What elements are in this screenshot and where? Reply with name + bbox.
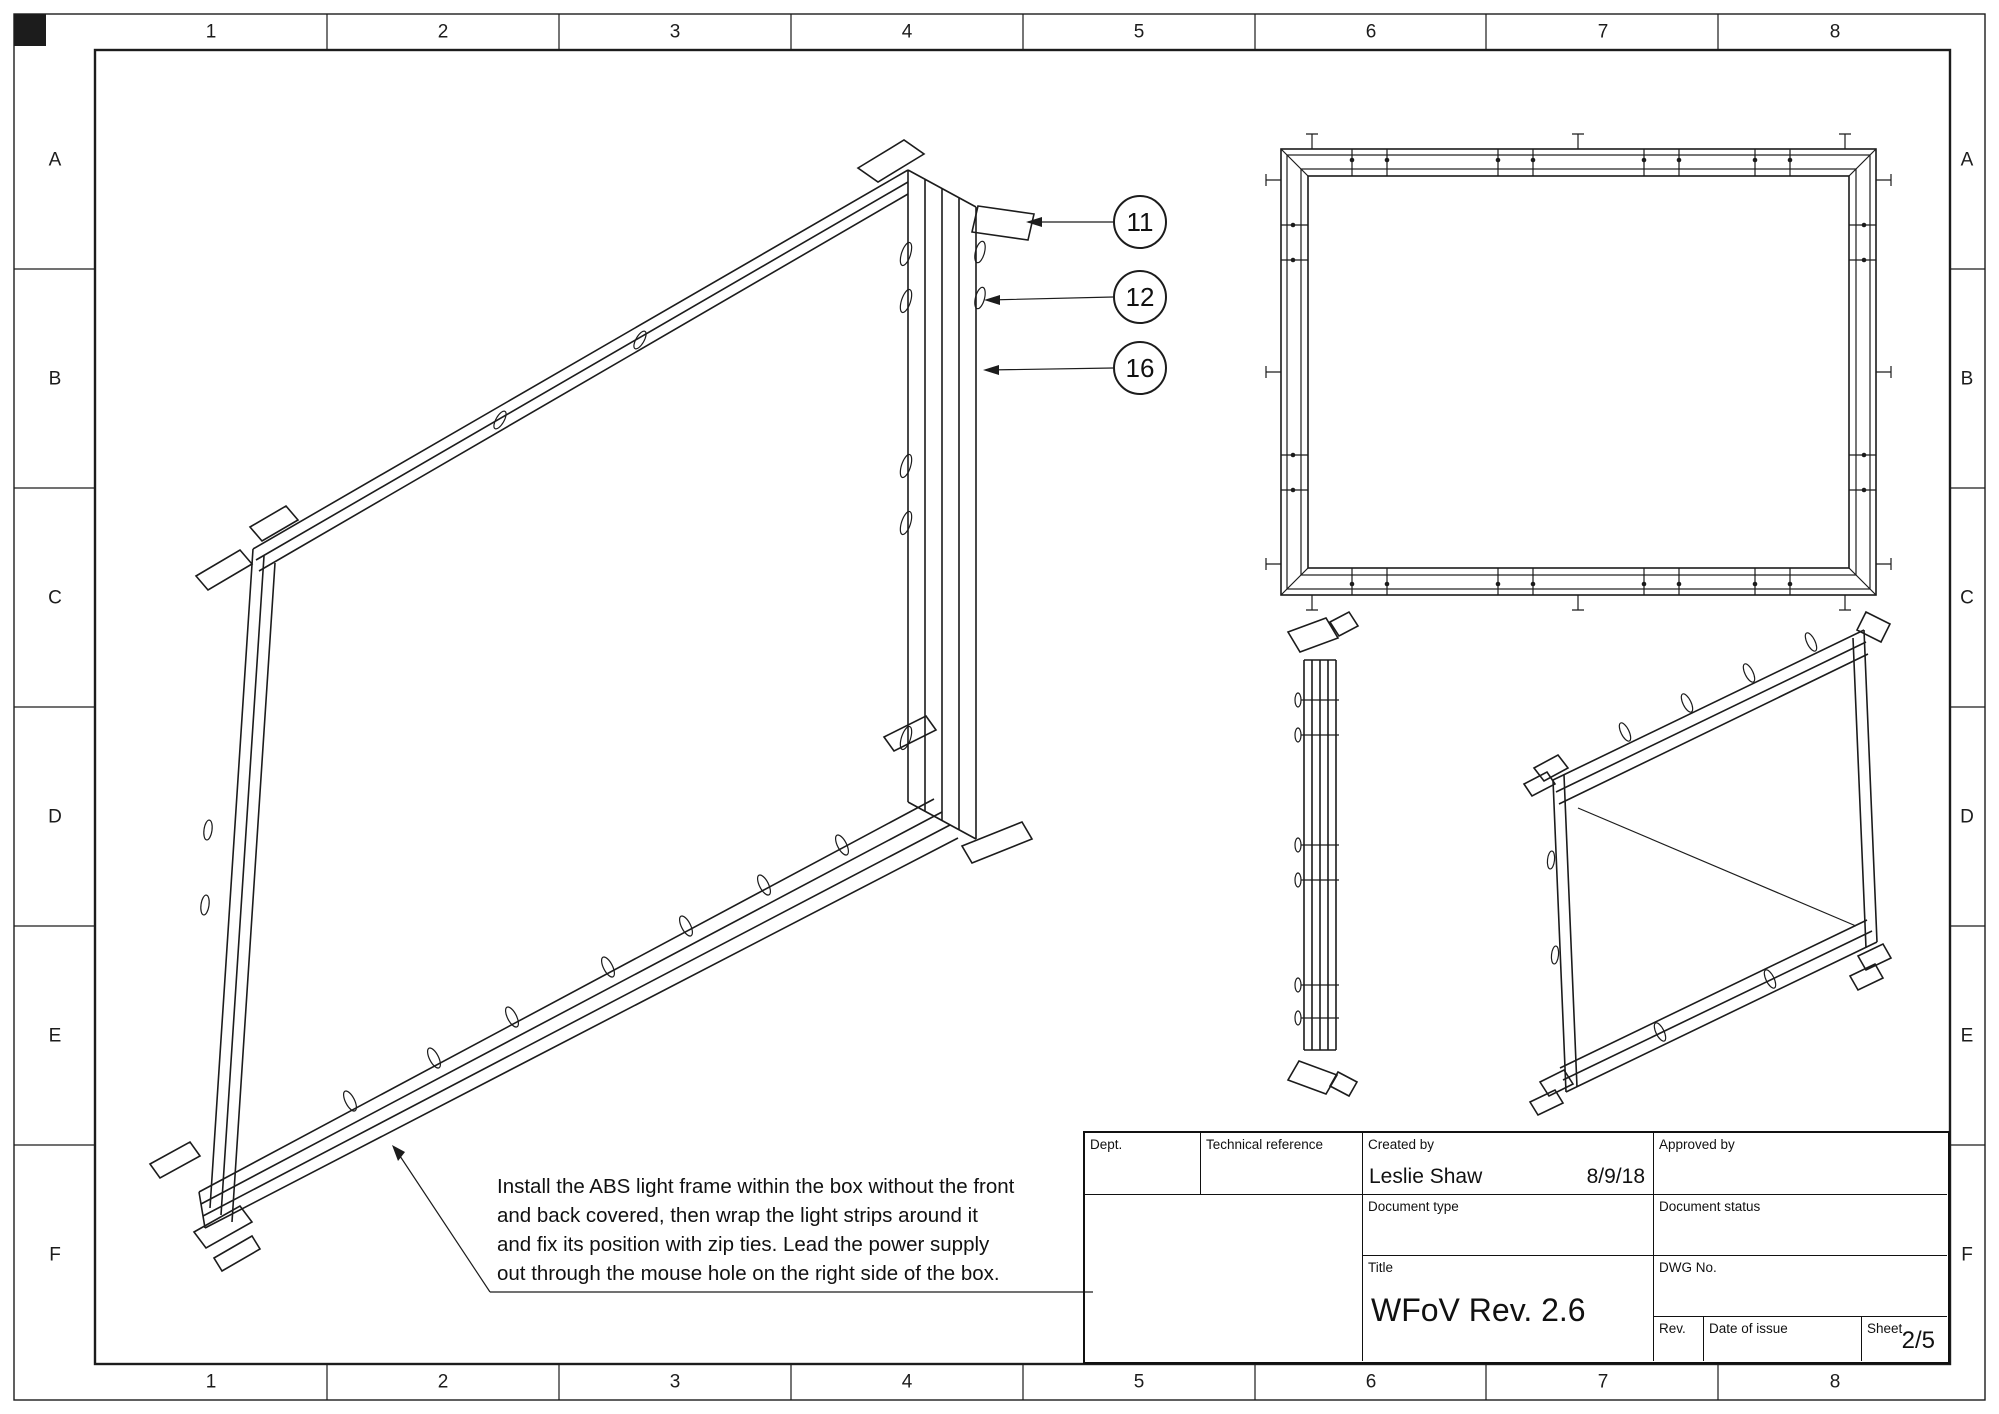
dept-label: Dept. <box>1090 1137 1123 1152</box>
title-label: Title <box>1368 1260 1394 1275</box>
grid-row-a-left: A <box>48 149 62 171</box>
grid-row-e-left: E <box>48 1025 62 1047</box>
grid-col-1-bottom: 1 <box>205 1371 217 1393</box>
sheet-corner-mark <box>14 14 46 46</box>
sheet-border <box>13 13 1986 1401</box>
callout-leaders <box>983 217 1114 375</box>
grid-row-c-right: C <box>1960 587 1974 609</box>
created-by-label: Created by <box>1368 1137 1435 1152</box>
grid-row-d-left: D <box>48 806 62 828</box>
document-status-label: Document status <box>1659 1199 1761 1214</box>
grid-col-2-bottom: 2 <box>437 1371 449 1393</box>
grid-col-4-top: 4 <box>901 21 913 43</box>
grid-row-a-right: A <box>1960 149 1974 171</box>
callout-balloon-12: 12 <box>1113 270 1167 324</box>
date-of-issue-label: Date of issue <box>1709 1321 1788 1336</box>
drawing-title: WFoV Rev. 2.6 <box>1371 1292 1586 1328</box>
grid-col-4-bottom: 4 <box>901 1371 913 1393</box>
corner-bracket-top-left <box>194 504 300 592</box>
corner-bracket-top-right <box>856 139 1035 241</box>
created-date-value: 8/9/18 <box>1586 1165 1645 1188</box>
grid-col-8-bottom: 8 <box>1829 1371 1841 1393</box>
title-block-dwg-no-cell: DWG No. <box>1654 1256 1947 1317</box>
title-block-rev-cell: Rev. <box>1654 1317 1704 1361</box>
grid-row-c-left: C <box>48 587 62 609</box>
title-block-document-type-cell: Document type <box>1363 1195 1654 1256</box>
sheet-number: 2/5 <box>1901 1327 1935 1354</box>
note-leader <box>392 1145 1093 1293</box>
grid-col-8-top: 8 <box>1829 21 1841 43</box>
callout-balloon-16: 16 <box>1113 341 1167 395</box>
grid-col-3-bottom: 3 <box>669 1371 681 1393</box>
side-view <box>1286 610 1360 1098</box>
front-view <box>1265 133 1892 611</box>
title-block-blank-cell <box>1085 1195 1363 1361</box>
title-block: Dept. Technical reference Created by Les… <box>1083 1131 1950 1364</box>
grid-row-e-right: E <box>1960 1025 1974 1047</box>
grid-row-b-right: B <box>1960 368 1974 390</box>
assembly-note-line: and back covered, then wrap the light st… <box>497 1204 978 1227</box>
callout-balloon-11: 11 <box>1113 195 1167 249</box>
main-isometric-view <box>148 139 1035 1273</box>
grid-col-6-top: 6 <box>1365 21 1377 43</box>
title-block-dept-cell: Dept. <box>1085 1133 1201 1195</box>
grid-col-3-top: 3 <box>669 21 681 43</box>
approved-by-label: Approved by <box>1659 1137 1735 1152</box>
rev-label: Rev. <box>1659 1321 1686 1336</box>
assembly-note-line: out through the mouse hole on the right … <box>497 1262 1000 1285</box>
title-block-created-by-cell: Created by Leslie Shaw 8/9/18 <box>1363 1133 1654 1195</box>
document-type-label: Document type <box>1368 1199 1459 1214</box>
grid-col-1-top: 1 <box>205 21 217 43</box>
grid-col-2-top: 2 <box>437 21 449 43</box>
created-by-value: Leslie Shaw <box>1369 1165 1483 1188</box>
grid-row-f-right: F <box>1961 1244 1973 1266</box>
zip-ties <box>200 240 986 1112</box>
corner-bracket-bottom-right <box>882 714 1034 864</box>
title-block-approved-by-cell: Approved by <box>1654 1133 1947 1195</box>
grid-col-6-bottom: 6 <box>1365 1371 1377 1393</box>
title-block-technical-reference-cell: Technical reference <box>1201 1133 1363 1195</box>
technical-reference-label: Technical reference <box>1206 1137 1324 1152</box>
assembly-note-line: Install the ABS light frame within the b… <box>497 1175 1015 1198</box>
title-block-document-status-cell: Document status <box>1654 1195 1947 1256</box>
grid-row-b-left: B <box>48 368 62 390</box>
grid-col-5-top: 5 <box>1133 21 1145 43</box>
grid-row-f-left: F <box>49 1244 61 1266</box>
title-block-sheet-cell: Sheet 2/5 <box>1862 1317 1947 1361</box>
grid-col-7-top: 7 <box>1597 21 1609 43</box>
title-block-title-cell: Title WFoV Rev. 2.6 <box>1363 1256 1654 1361</box>
sheet-label: Sheet <box>1867 1321 1903 1336</box>
grid-row-d-right: D <box>1960 806 1974 828</box>
grid-col-5-bottom: 5 <box>1133 1371 1145 1393</box>
assembly-note: Install the ABS light frame within the b… <box>497 1172 1014 1288</box>
tie-dots <box>1290 157 1867 587</box>
title-block-date-of-issue-cell: Date of issue <box>1704 1317 1862 1361</box>
corner-bracket-bottom-left <box>148 1140 262 1273</box>
dwg-no-label: DWG No. <box>1659 1260 1717 1275</box>
grid-col-7-bottom: 7 <box>1597 1371 1609 1393</box>
assembly-note-line: and fix its position with zip ties. Lead… <box>497 1233 990 1256</box>
small-isometric-view <box>1522 610 1893 1117</box>
